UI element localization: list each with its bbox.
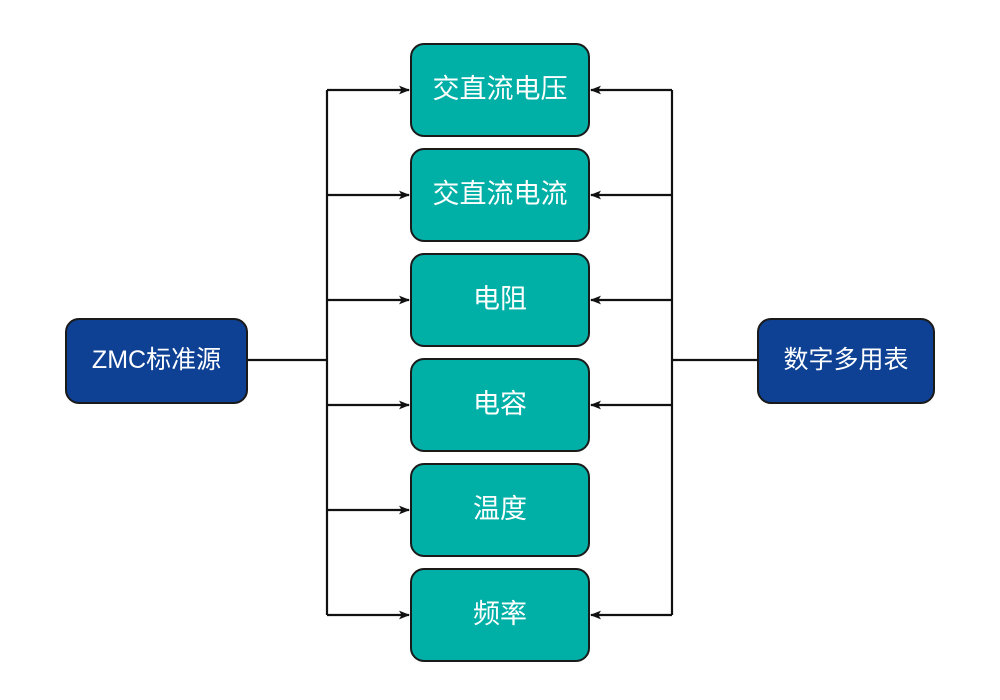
node-label: 交直流电流 bbox=[432, 179, 568, 210]
node-ac-dc-voltage[interactable]: 交直流电压 bbox=[410, 43, 590, 137]
node-label: ZMC标准源 bbox=[91, 346, 222, 375]
node-capacitance[interactable]: 电容 bbox=[410, 358, 590, 452]
node-temperature[interactable]: 温度 bbox=[410, 463, 590, 557]
node-label: 温度 bbox=[473, 494, 527, 525]
node-digital-multimeter[interactable]: 数字多用表 bbox=[757, 318, 935, 404]
node-label: 电容 bbox=[473, 389, 527, 420]
node-resistance[interactable]: 电阻 bbox=[410, 253, 590, 347]
node-label: 数字多用表 bbox=[783, 346, 909, 375]
node-label: 交直流电压 bbox=[432, 74, 568, 105]
node-frequency[interactable]: 频率 bbox=[410, 568, 590, 662]
node-ac-dc-current[interactable]: 交直流电流 bbox=[410, 148, 590, 242]
node-zmc-standard-source[interactable]: ZMC标准源 bbox=[65, 318, 248, 404]
node-label: 频率 bbox=[473, 599, 527, 630]
node-label: 电阻 bbox=[473, 284, 527, 315]
